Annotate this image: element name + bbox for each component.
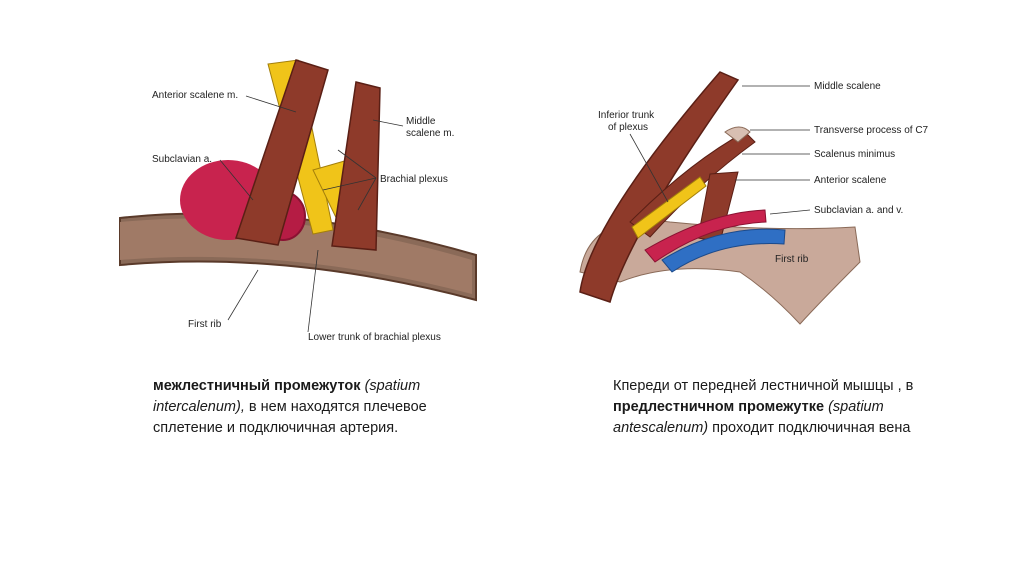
label-anterior-scalene-right: Anterior scalene [814,175,887,186]
inferior-trunk-shape [631,176,707,239]
right-caption-intro: Кпереди от передней лестничной мышцы , в [613,378,914,394]
label-anterior-scalene: Anterior scalene m. [152,90,238,101]
anterior-scalene-shape [235,59,329,246]
label-scalenus-minimus: Scalenus minimus [814,149,895,160]
label-first-rib: First rib [188,319,222,330]
label-middle-scalene-2: scalene m. [406,128,454,139]
middle-scalene-shape [331,81,381,251]
label-inferior-trunk-1: Inferior trunk [598,110,655,121]
subclavian-artery-right [644,209,767,263]
right-caption-bold: предлестничном промежутке [613,399,825,415]
left-caption: межлестничный промежуток (spatium interc… [153,376,463,439]
right-caption-italic: (spatium antescalenum) [613,399,884,436]
left-anatomy-figure: Anterior scalene m. Middle scalene m. Su… [119,59,477,343]
label-first-rib-right: First rib [775,254,809,265]
label-inferior-trunk-2: of plexus [608,122,648,133]
label-subclavian-av: Subclavian a. and v. [814,205,903,216]
label-middle-scalene: Middle scalene [814,81,881,92]
left-caption-rest: в нем находятся плечевое сплетение и под… [153,399,427,436]
right-anatomy-figure: Inferior trunk of plexus Middle scalene … [579,71,929,325]
right-caption-rest: проходит подключичная вена [712,420,911,436]
label-subclavian: Subclavian a. [152,154,212,165]
left-caption-italic: (spatium intercalenum), [153,378,421,415]
label-middle-scalene-1: Middle [406,116,436,127]
left-caption-bold: межлестничный промежуток [153,378,361,394]
subclavian-vein-right [661,228,786,273]
right-caption: Кпереди от передней лестничной мышцы , в… [613,376,923,439]
label-lower-trunk: Lower trunk of brachial plexus [308,332,441,343]
label-brachial-plexus: Brachial plexus [380,174,448,185]
label-transverse-process: Transverse process of C7 [814,125,929,136]
